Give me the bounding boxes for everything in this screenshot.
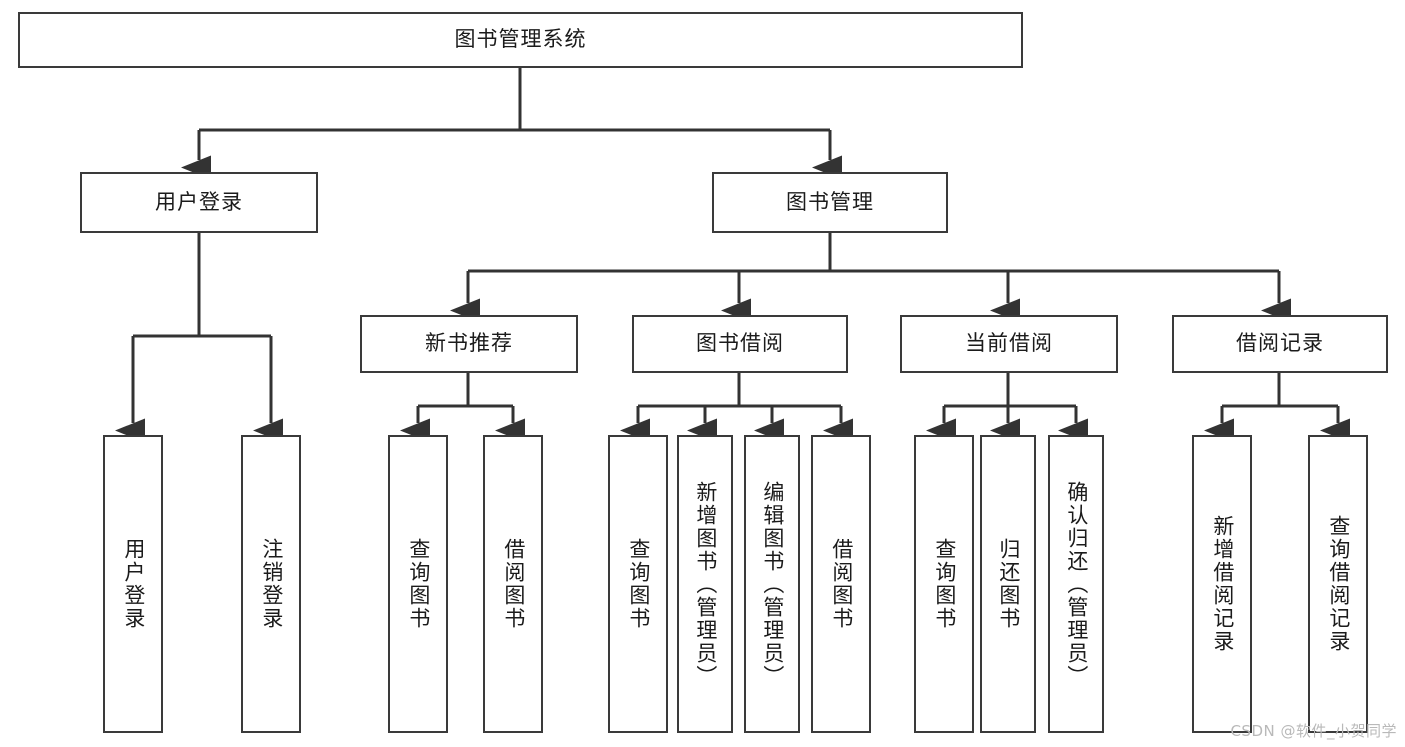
node-current-borrow[interactable]: 当前借阅 — [900, 315, 1118, 373]
node-leaf-add-record[interactable]: 新增借阅记录 — [1192, 435, 1252, 733]
node-leaf-logout-login-label: 注销登录 — [259, 538, 284, 630]
node-leaf-query-record[interactable]: 查询借阅记录 — [1308, 435, 1368, 733]
node-current-borrow-label: 当前借阅 — [965, 331, 1053, 356]
node-leaf-borrow-book-1[interactable]: 借阅图书 — [483, 435, 543, 733]
node-leaf-edit-book[interactable]: 编辑图书（管理员） — [744, 435, 800, 733]
node-leaf-logout-login[interactable]: 注销登录 — [241, 435, 301, 733]
node-leaf-add-book[interactable]: 新增图书（管理员） — [677, 435, 733, 733]
node-leaf-add-book-label: 新增图书（管理员） — [693, 480, 718, 688]
node-leaf-borrow-book-1-label: 借阅图书 — [501, 538, 526, 630]
node-new-book-recommend-label: 新书推荐 — [425, 331, 513, 356]
node-leaf-confirm-return[interactable]: 确认归还（管理员） — [1048, 435, 1104, 733]
node-leaf-borrow-book-2[interactable]: 借阅图书 — [811, 435, 871, 733]
node-book-borrow-label: 图书借阅 — [696, 331, 784, 356]
node-leaf-query-record-label: 查询借阅记录 — [1326, 515, 1351, 653]
node-borrow-record[interactable]: 借阅记录 — [1172, 315, 1388, 373]
node-leaf-query-book-2[interactable]: 查询图书 — [608, 435, 668, 733]
node-book-borrow[interactable]: 图书借阅 — [632, 315, 848, 373]
node-leaf-query-book-3-label: 查询图书 — [932, 538, 957, 630]
csdn-watermark: CSDN @软件_小贺同学 — [1230, 722, 1397, 740]
node-leaf-query-book-1-label: 查询图书 — [406, 538, 431, 630]
node-leaf-user-login-label: 用户登录 — [121, 538, 146, 630]
node-root-label: 图书管理系统 — [454, 27, 587, 52]
node-user-login[interactable]: 用户登录 — [80, 172, 318, 233]
node-leaf-query-book-1[interactable]: 查询图书 — [388, 435, 448, 733]
node-user-login-label: 用户登录 — [155, 189, 243, 214]
node-leaf-user-login[interactable]: 用户登录 — [103, 435, 163, 733]
node-leaf-edit-book-label: 编辑图书（管理员） — [760, 480, 785, 688]
node-book-manage[interactable]: 图书管理 — [712, 172, 948, 233]
node-leaf-confirm-return-label: 确认归还（管理员） — [1064, 480, 1089, 688]
node-leaf-query-book-3[interactable]: 查询图书 — [914, 435, 974, 733]
node-leaf-query-book-2-label: 查询图书 — [626, 538, 651, 630]
node-book-manage-label: 图书管理 — [786, 189, 874, 214]
node-leaf-add-record-label: 新增借阅记录 — [1210, 515, 1235, 653]
node-leaf-return-book[interactable]: 归还图书 — [980, 435, 1036, 733]
node-borrow-record-label: 借阅记录 — [1236, 331, 1324, 356]
node-new-book-recommend[interactable]: 新书推荐 — [360, 315, 578, 373]
node-leaf-borrow-book-2-label: 借阅图书 — [829, 538, 854, 630]
node-root[interactable]: 图书管理系统 — [18, 12, 1023, 68]
node-leaf-return-book-label: 归还图书 — [996, 538, 1021, 630]
